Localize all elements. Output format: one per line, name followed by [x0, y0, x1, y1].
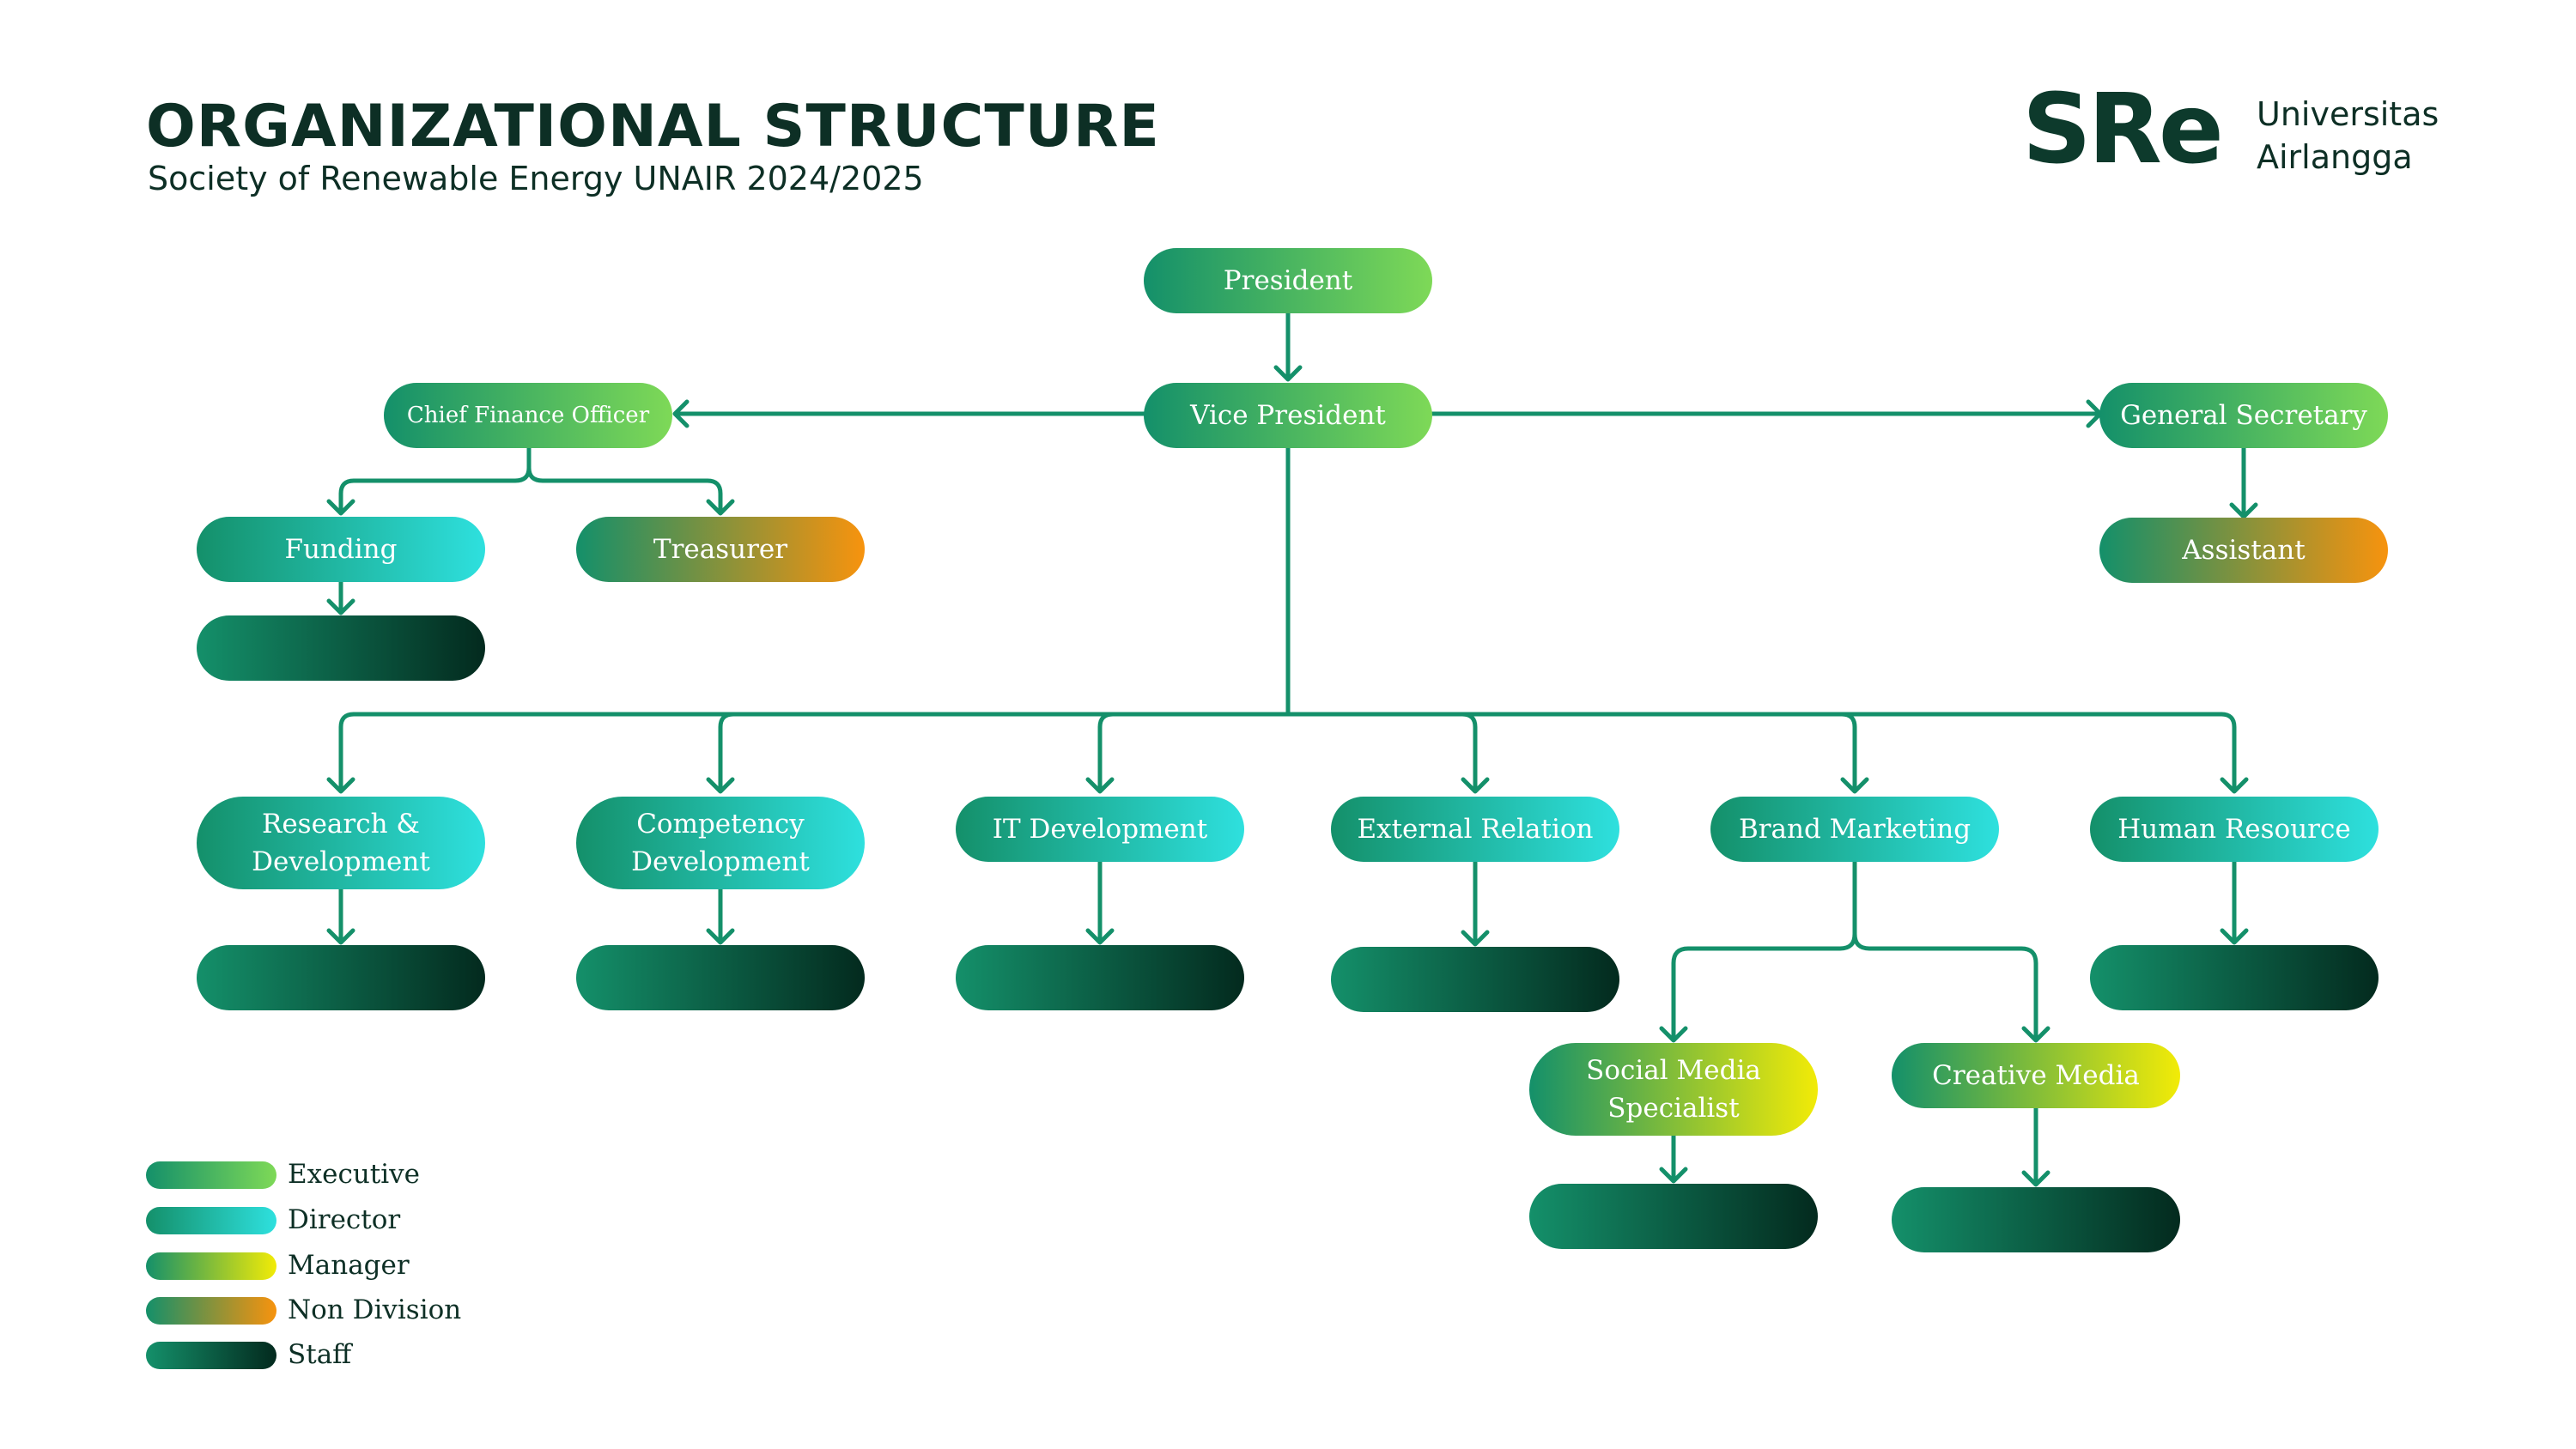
arrowhead — [706, 928, 735, 945]
arrowhead — [706, 777, 735, 794]
arrowhead — [326, 777, 355, 794]
legend-swatch-manager — [146, 1252, 276, 1280]
cfo-node: Chief Finance Officer — [384, 383, 672, 448]
funding-staff-node — [197, 615, 485, 681]
legend-swatch-executive — [146, 1161, 276, 1189]
funding-node: Funding — [197, 517, 485, 582]
treasurer-node: Treasurer — [576, 517, 865, 582]
social-media-specialist-node: Social Media Specialist — [1529, 1043, 1818, 1136]
it-development-node: IT Development — [956, 797, 1244, 862]
it-staff-node — [956, 945, 1244, 1010]
external-staff-node — [1331, 947, 1619, 1012]
research-development-node: Research & Development — [197, 797, 485, 889]
cfo-down-line — [338, 446, 532, 514]
creative-media-staff-node — [1892, 1187, 2180, 1252]
university-name: Universitas Airlangga — [2257, 93, 2439, 179]
arrowhead — [672, 399, 690, 428]
president-node: President — [1144, 248, 1432, 313]
arrowhead — [2021, 1026, 2050, 1043]
hr-staff-node — [2090, 945, 2379, 1010]
legend-label-non-division: Non Division — [288, 1294, 462, 1325]
arrowhead — [706, 499, 735, 516]
arrowhead — [326, 499, 355, 516]
arrowhead — [326, 598, 355, 615]
arrowhead — [1659, 1167, 1688, 1184]
arrowhead — [1085, 777, 1115, 794]
legend-swatch-director — [146, 1207, 276, 1234]
human-resource-node: Human Resource — [2090, 797, 2379, 862]
arrowhead — [1273, 365, 1303, 382]
legend-label-executive: Executive — [288, 1159, 421, 1190]
research-staff-node — [197, 945, 485, 1010]
arrowhead — [1659, 1026, 1688, 1043]
legend-swatch-staff — [146, 1342, 276, 1369]
arrowhead — [326, 928, 355, 945]
legend-label-manager: Manager — [288, 1250, 410, 1281]
legend-label-director: Director — [288, 1204, 401, 1235]
arrowhead — [1840, 777, 1869, 794]
legend-label-staff: Staff — [288, 1339, 352, 1370]
university-name-line2: Airlangga — [2257, 138, 2413, 176]
page-title: ORGANIZATIONAL STRUCTURE — [146, 93, 1160, 161]
page-subtitle: Society of Renewable Energy UNAIR 2024/2… — [148, 160, 924, 197]
creative-media-node: Creative Media — [1892, 1043, 2180, 1108]
brand-marketing-node: Brand Marketing — [1710, 797, 1999, 862]
vice-president-node: Vice President — [1144, 383, 1432, 448]
assistant-node: Assistant — [2099, 518, 2388, 583]
sre-logo: SRe — [2022, 74, 2224, 185]
arrowhead — [1461, 930, 1490, 947]
university-name-line1: Universitas — [2257, 95, 2439, 133]
external-relation-node: External Relation — [1331, 797, 1619, 862]
arrowhead — [1461, 777, 1490, 794]
arrowhead — [2220, 777, 2249, 794]
general-secretary-node: General Secretary — [2099, 383, 2388, 448]
competency-development-node: Competency Development — [576, 797, 865, 889]
arrowhead — [2021, 1170, 2050, 1187]
arrowhead — [1085, 928, 1115, 945]
legend-swatch-non-division — [146, 1297, 276, 1325]
social-media-staff-node — [1529, 1184, 1818, 1249]
competency-staff-node — [576, 945, 865, 1010]
arrowhead — [2229, 502, 2258, 519]
arrowhead — [2220, 928, 2249, 945]
